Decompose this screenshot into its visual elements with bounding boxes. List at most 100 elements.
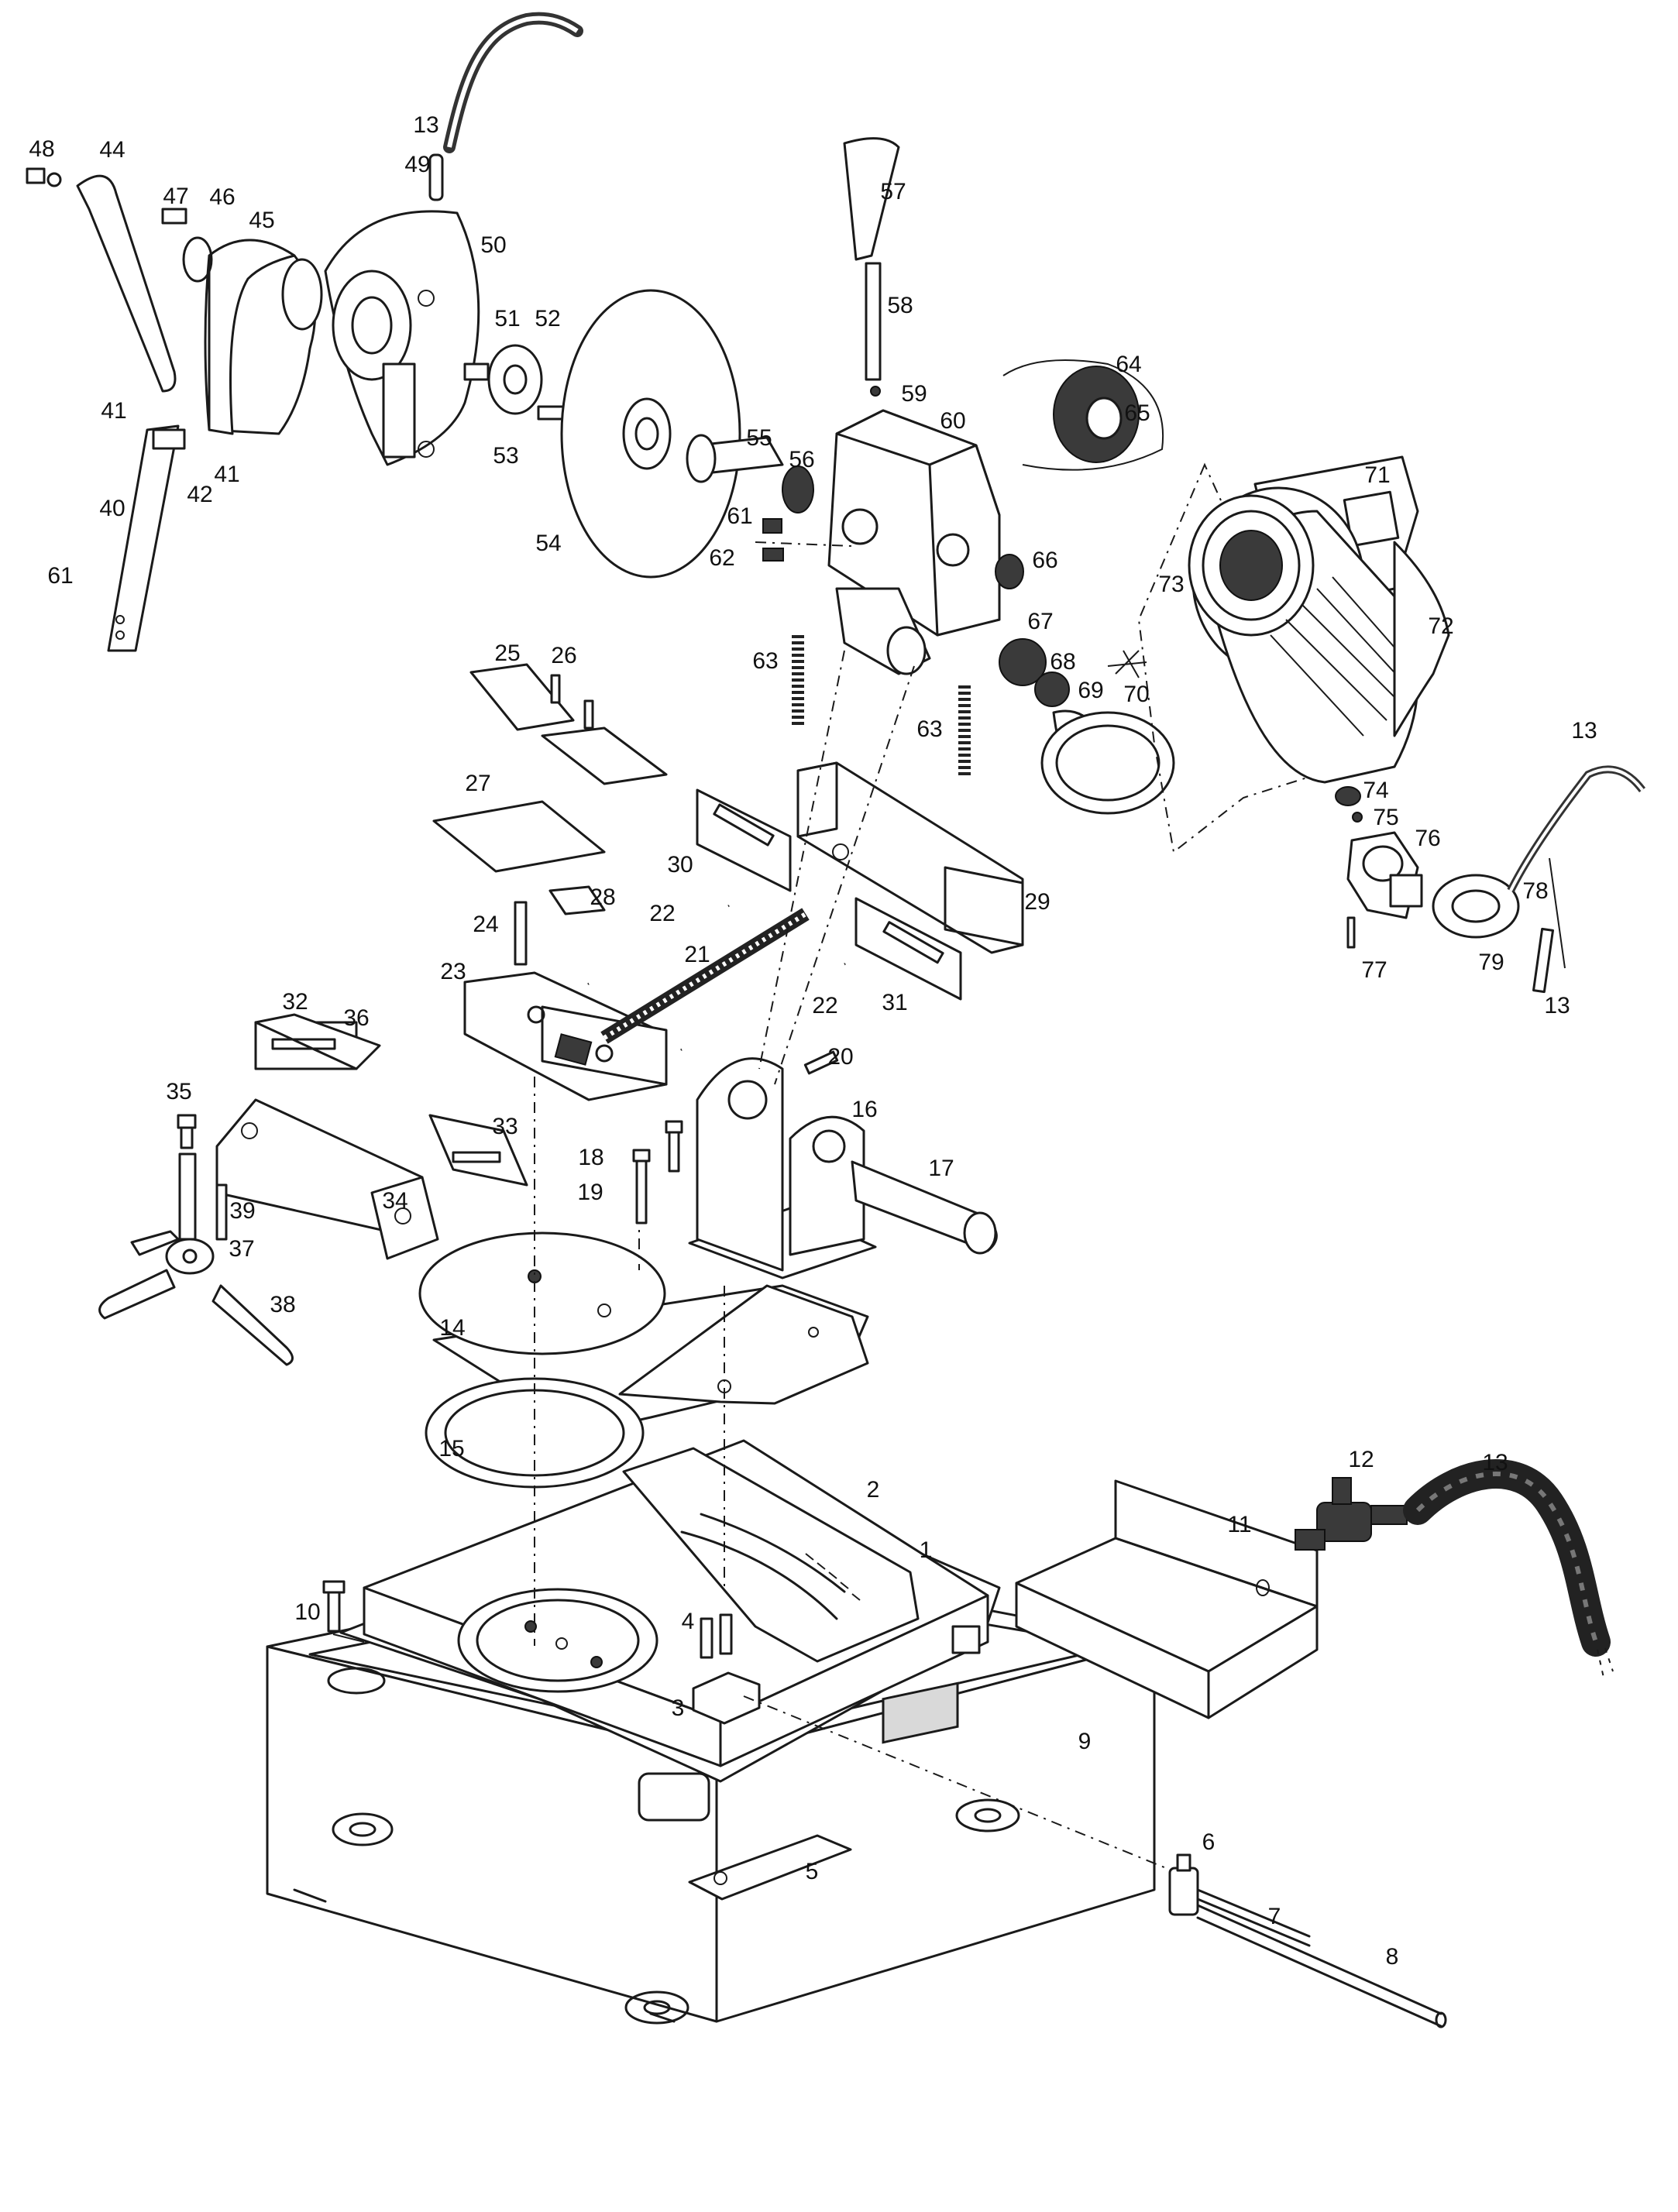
lead-screw bbox=[600, 908, 810, 1044]
callout-25: 25 bbox=[494, 641, 520, 666]
coolant-hose bbox=[1403, 1459, 1614, 1678]
main-bed bbox=[339, 1439, 1001, 1822]
callout-68: 68 bbox=[1050, 649, 1075, 675]
callout-34: 34 bbox=[382, 1188, 407, 1214]
callout-8: 8 bbox=[1386, 1944, 1399, 1970]
arm-link-40 bbox=[107, 424, 186, 652]
callout-66: 66 bbox=[1032, 548, 1057, 573]
clamp-block-assembly bbox=[692, 1613, 1182, 1875]
callout-72: 72 bbox=[1428, 613, 1453, 639]
callout-52: 52 bbox=[535, 306, 560, 331]
callout-51: 51 bbox=[494, 306, 520, 331]
callout-79: 79 bbox=[1478, 950, 1504, 975]
left-vice-jaw bbox=[177, 1013, 528, 1260]
callout-75: 75 bbox=[1373, 805, 1398, 830]
callout-40: 40 bbox=[99, 496, 125, 521]
callout-7: 7 bbox=[1268, 1904, 1281, 1929]
callout-21: 21 bbox=[684, 942, 710, 967]
plate-25-27-28 bbox=[432, 663, 668, 915]
callout-2: 2 bbox=[867, 1477, 880, 1503]
pivot-bracket bbox=[688, 1057, 998, 1279]
callout-32: 32 bbox=[282, 989, 308, 1015]
gear-64-65 bbox=[1002, 359, 1164, 471]
callout-65: 65 bbox=[1124, 400, 1150, 426]
springs-63 bbox=[792, 635, 971, 778]
callout-15: 15 bbox=[438, 1436, 464, 1462]
callout-38: 38 bbox=[270, 1292, 295, 1317]
callout-56: 56 bbox=[789, 447, 814, 472]
hex-bolt bbox=[322, 1580, 365, 1643]
callout-13: 13 bbox=[1544, 993, 1570, 1018]
linkage-dashes bbox=[755, 541, 915, 1085]
slide-bar bbox=[688, 1834, 852, 1901]
turntable-assembly bbox=[418, 1231, 869, 1489]
spindle-55-56 bbox=[686, 434, 814, 514]
callout-39: 39 bbox=[229, 1198, 255, 1224]
callout-62: 62 bbox=[709, 545, 734, 571]
callout-42: 42 bbox=[187, 482, 212, 507]
callout-29: 29 bbox=[1024, 889, 1050, 915]
coolant-pipe-13-top bbox=[443, 12, 583, 153]
gear-cover-70 bbox=[1040, 711, 1175, 815]
callout-74: 74 bbox=[1363, 778, 1388, 803]
callout-22: 22 bbox=[649, 901, 675, 926]
callout-18: 18 bbox=[578, 1145, 603, 1170]
callout-60: 60 bbox=[940, 408, 965, 434]
callout-3: 3 bbox=[672, 1695, 685, 1721]
callout-31: 31 bbox=[882, 990, 907, 1015]
callout-63: 63 bbox=[916, 716, 942, 742]
callout-6: 6 bbox=[1202, 1829, 1216, 1855]
callout-45: 45 bbox=[249, 208, 274, 233]
callout-13: 13 bbox=[1482, 1450, 1508, 1475]
callout-11: 11 bbox=[1227, 1512, 1251, 1537]
callout-23: 23 bbox=[440, 959, 466, 984]
callout-24: 24 bbox=[473, 912, 498, 937]
callout-67: 67 bbox=[1027, 609, 1053, 634]
callout-47: 47 bbox=[163, 184, 188, 209]
callout-46: 46 bbox=[209, 184, 235, 210]
upper-guard-50 bbox=[324, 153, 480, 466]
callout-17: 17 bbox=[928, 1156, 954, 1181]
callout-20: 20 bbox=[827, 1044, 853, 1070]
arm-lever-44 bbox=[26, 167, 177, 393]
callout-41: 41 bbox=[214, 462, 239, 487]
callout-61: 61 bbox=[727, 503, 752, 529]
vice-handwheel bbox=[98, 1230, 294, 1366]
callout-69: 69 bbox=[1078, 678, 1103, 703]
callout-59: 59 bbox=[901, 381, 927, 407]
callout-54: 54 bbox=[535, 531, 561, 556]
callout-12: 12 bbox=[1348, 1447, 1374, 1472]
chip-tray bbox=[1015, 1479, 1319, 1719]
callout-4: 4 bbox=[682, 1609, 695, 1634]
callout-49: 49 bbox=[404, 152, 430, 177]
callout-50: 50 bbox=[480, 232, 506, 258]
blade-guard-45 bbox=[161, 208, 323, 435]
callout-63: 63 bbox=[752, 648, 778, 674]
flange-51-52-53 bbox=[463, 344, 565, 421]
callout-28: 28 bbox=[590, 884, 615, 910]
callout-58: 58 bbox=[887, 293, 913, 318]
coolant-valve bbox=[1295, 1477, 1408, 1551]
callout-70: 70 bbox=[1123, 682, 1149, 707]
callout-64: 64 bbox=[1116, 352, 1141, 377]
callout-5: 5 bbox=[806, 1859, 819, 1884]
callout-13: 13 bbox=[413, 112, 438, 138]
callout-1: 1 bbox=[920, 1537, 933, 1563]
angle-scale bbox=[805, 1553, 861, 1601]
callout-61: 61 bbox=[47, 563, 73, 589]
callout-22: 22 bbox=[812, 993, 837, 1018]
callout-14: 14 bbox=[439, 1315, 465, 1341]
callout-16: 16 bbox=[851, 1097, 877, 1122]
callout-76: 76 bbox=[1415, 826, 1440, 851]
handle-57-58-59 bbox=[843, 137, 900, 397]
callout-41: 41 bbox=[101, 398, 126, 424]
callout-33: 33 bbox=[492, 1114, 517, 1139]
switch-74-79 bbox=[1335, 765, 1645, 994]
callout-36: 36 bbox=[343, 1005, 369, 1031]
callout-30: 30 bbox=[667, 852, 693, 878]
callout-48: 48 bbox=[29, 136, 54, 162]
callout-37: 37 bbox=[229, 1236, 254, 1262]
vice-assembly bbox=[98, 663, 1024, 1366]
